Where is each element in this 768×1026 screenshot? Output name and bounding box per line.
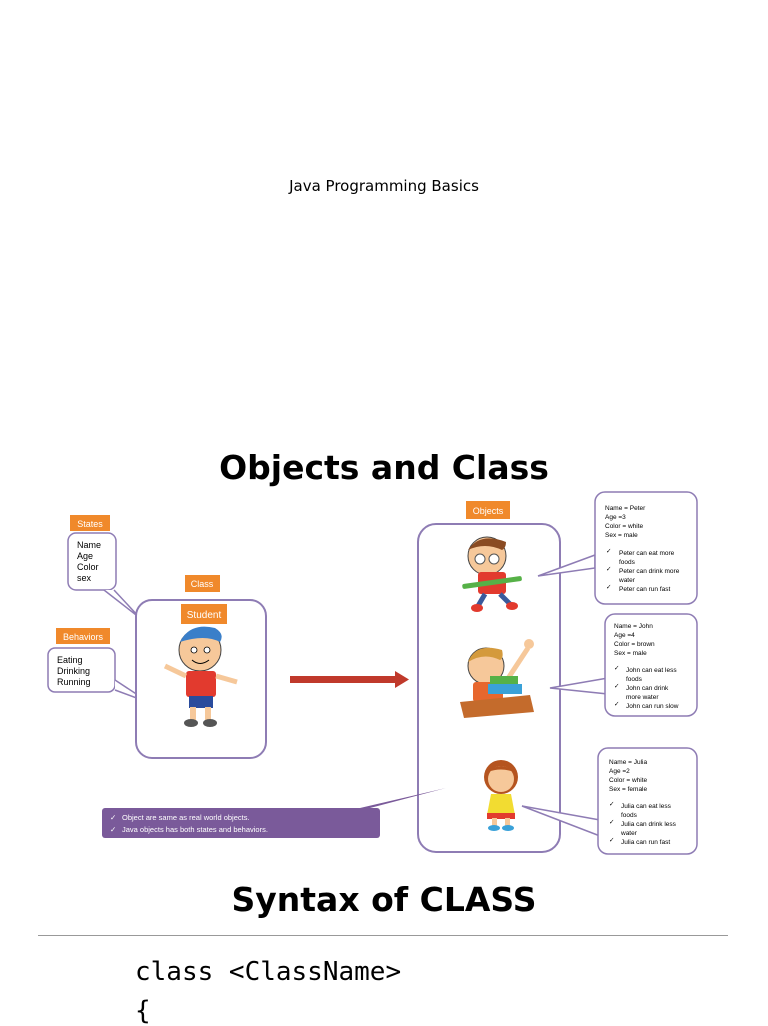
- student-character-icon: [163, 626, 238, 727]
- peter-character-icon: [462, 536, 522, 612]
- note-banner: [102, 808, 380, 838]
- peter-prop: Age =3: [605, 514, 626, 521]
- state-item: Color: [77, 562, 99, 572]
- behaviors-tag: [56, 628, 110, 644]
- behavior-item: Drinking: [57, 666, 90, 676]
- note-item: Java objects has both states and behavio…: [122, 825, 268, 834]
- state-item: Name: [77, 540, 101, 550]
- objects-tag: [466, 501, 510, 519]
- check-icon: ✓: [606, 548, 611, 555]
- objects-and-class-heading: Objects and Class: [219, 448, 549, 487]
- peter-prop: Name = Peter: [605, 505, 646, 512]
- john-callout-text: Name = John Age =4 Color = brown Sex = m…: [614, 623, 679, 710]
- behavior-item: Eating: [57, 655, 83, 665]
- julia-callout: [597, 747, 698, 855]
- note-item: Object are same as real world objects.: [122, 813, 250, 822]
- check-icon: ✓: [606, 584, 611, 591]
- john-behavior: John can eat less: [626, 667, 677, 674]
- objects-class-diagram: States Name Age Color sex Behaviors Eati…: [47, 491, 698, 855]
- check-icon: ✓: [606, 566, 611, 573]
- check-icon: ✓: [609, 819, 614, 826]
- julia-behavior: water: [620, 830, 638, 837]
- arrow-head: [395, 671, 409, 688]
- note-pointer: [360, 788, 446, 808]
- john-behavior: more water: [626, 694, 659, 701]
- states-bubble: [67, 532, 117, 591]
- peter-prop: Color = white: [605, 523, 643, 530]
- john-character-icon: [460, 639, 534, 718]
- julia-prop: Name = Julia: [609, 759, 647, 766]
- states-tag: [70, 515, 110, 531]
- class-tag: [185, 575, 220, 592]
- code-line: {: [135, 996, 151, 1026]
- check-icon: ✓: [614, 701, 619, 708]
- student-tag: [181, 604, 227, 624]
- behavior-item: Running: [57, 677, 91, 687]
- julia-prop: Sex = female: [609, 786, 648, 793]
- john-behavior: John can run slow: [626, 703, 679, 710]
- class-to-objects-arrow: [290, 676, 395, 683]
- syntax-of-class-heading: Syntax of CLASS: [231, 880, 537, 919]
- peter-behavior: foods: [619, 559, 636, 566]
- check-icon: ✓: [110, 825, 116, 834]
- page-title: Java Programming Basics: [289, 177, 479, 195]
- john-callout: [604, 613, 698, 717]
- check-icon: ✓: [110, 813, 116, 822]
- states-tag-label: States: [77, 519, 103, 529]
- state-item: Age: [77, 551, 93, 561]
- peter-callout-text: Name = Peter Age =3 Color = white Sex = …: [605, 505, 680, 593]
- john-prop: Name = John: [614, 623, 653, 630]
- julia-behavior: foods: [621, 812, 638, 819]
- john-behavior: John can drink: [626, 685, 669, 692]
- peter-behavior: Peter can run fast: [619, 586, 670, 593]
- peter-behavior: Peter can drink more: [619, 568, 680, 575]
- julia-behavior: Julia can drink less: [621, 821, 677, 828]
- check-icon: ✓: [614, 665, 619, 672]
- peter-callout: [594, 491, 698, 605]
- julia-character-icon: [484, 760, 518, 831]
- code-line: class <ClassName>: [135, 957, 402, 987]
- state-item: sex: [77, 573, 92, 583]
- horizontal-divider: [38, 935, 728, 936]
- john-behavior: foods: [626, 676, 643, 683]
- peter-prop: Sex = male: [605, 532, 638, 539]
- julia-prop: Age =2: [609, 768, 630, 775]
- behaviors-tag-label: Behaviors: [63, 632, 104, 642]
- check-icon: ✓: [609, 837, 614, 844]
- student-tag-label: Student: [187, 610, 222, 621]
- john-prop: Age =4: [614, 632, 635, 639]
- peter-behavior: Peter can eat more: [619, 550, 675, 557]
- peter-behavior: water: [618, 577, 636, 584]
- objects-tag-label: Objects: [473, 506, 504, 516]
- states-bubble-tail: [103, 589, 141, 619]
- julia-prop: Color = white: [609, 777, 647, 784]
- behaviors-bubble: [47, 647, 116, 693]
- john-prop: Sex = male: [614, 650, 647, 657]
- julia-behavior: Julia can eat less: [621, 803, 672, 810]
- john-prop: Color = brown: [614, 641, 655, 648]
- class-tag-label: Class: [191, 579, 214, 589]
- check-icon: ✓: [609, 801, 614, 808]
- julia-behavior: Julia can run fast: [621, 839, 670, 846]
- check-icon: ✓: [614, 683, 619, 690]
- julia-callout-text: Name = Julia Age =2 Color = white Sex = …: [609, 759, 677, 846]
